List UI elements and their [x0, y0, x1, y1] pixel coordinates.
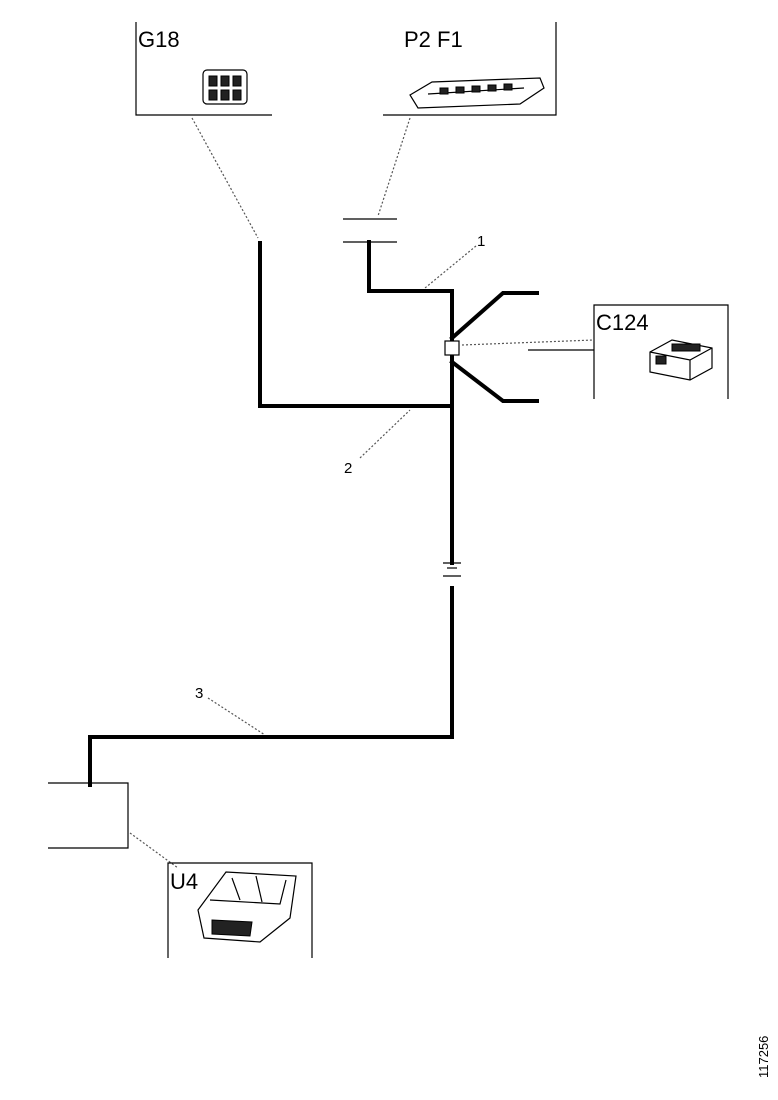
connector-symbol-inline [443, 562, 461, 577]
wire-c124-upper [449, 291, 539, 341]
splice-point [444, 340, 460, 356]
g18-leader [191, 117, 259, 239]
callout-2-number: 2 [344, 460, 352, 477]
p2-f1-leader [377, 117, 411, 217]
figure-reference-number: 117256 [756, 1036, 771, 1078]
relay-connector-icon [202, 69, 248, 105]
callout-3-number: 3 [195, 685, 203, 702]
u4-leader [129, 832, 179, 869]
callout-3: 3 [195, 685, 266, 736]
component-c124: C124 [461, 304, 729, 399]
c124-label: C124 [596, 310, 649, 335]
callout-2: 2 [344, 409, 411, 477]
wire-p2-branch [367, 240, 454, 293]
p2-f1-box [383, 22, 557, 116]
u4-mount-outline [48, 782, 129, 849]
component-p2-f1: P2 F1 [383, 22, 557, 116]
p2-f1-label: P2 F1 [404, 27, 463, 52]
component-g18: G18 [135, 22, 272, 116]
component-u4: U4 [48, 782, 313, 958]
g18-box [135, 22, 272, 116]
u4-label: U4 [170, 869, 198, 894]
c124-leader [461, 339, 595, 346]
g18-label: G18 [138, 27, 180, 52]
u4-box [167, 862, 313, 958]
connector-symbol-top [343, 218, 397, 243]
fuse-box-icon [409, 77, 545, 109]
c124-box [593, 304, 729, 399]
wire-c124-lower [449, 359, 539, 403]
callout-1: 1 [424, 233, 485, 289]
wire-g18-branch [258, 241, 454, 408]
connector-block-icon [649, 339, 713, 381]
wire-lower-trunk [88, 586, 454, 787]
control-unit-icon [197, 871, 297, 943]
callout-1-number: 1 [477, 233, 485, 250]
harness-wires [88, 240, 539, 787]
